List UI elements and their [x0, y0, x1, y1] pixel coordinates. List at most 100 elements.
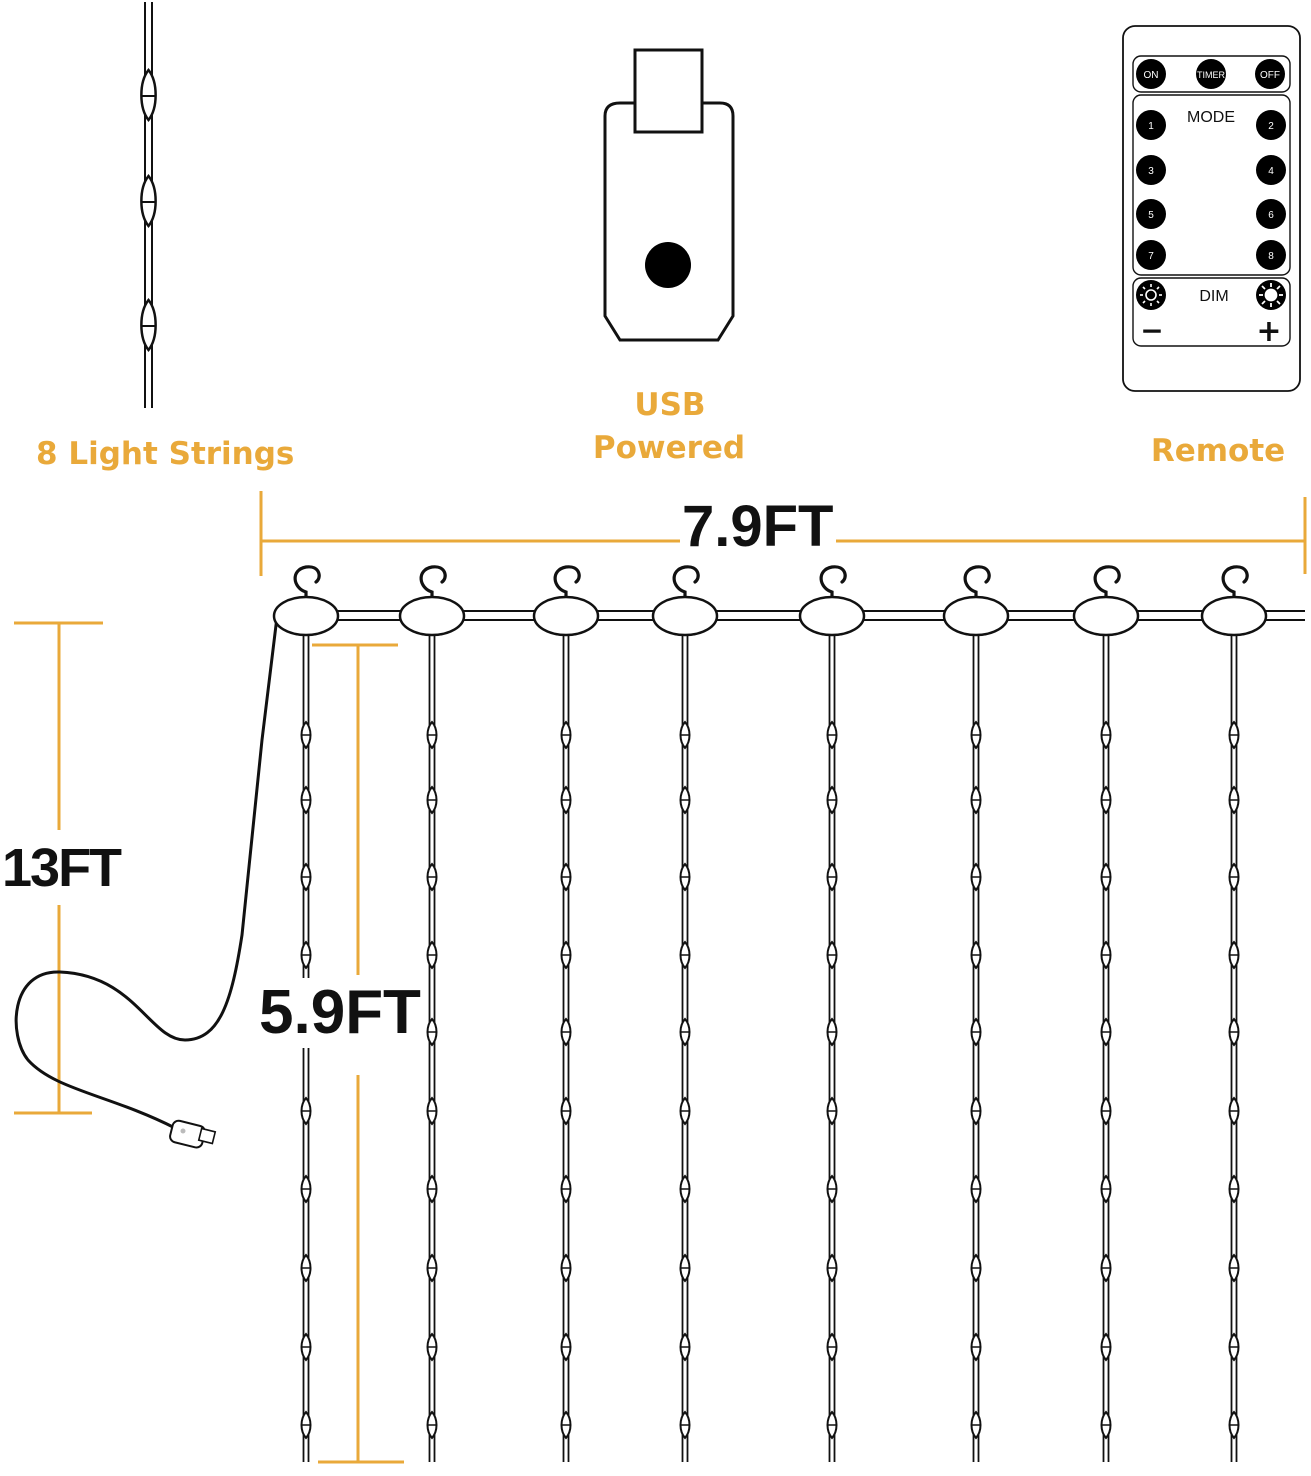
bulb-icon — [560, 1017, 572, 1047]
light-string-sample — [140, 2, 157, 408]
bulb-icon — [1100, 1332, 1112, 1362]
bulb-icon — [679, 1410, 691, 1440]
svg-text:OFF: OFF — [1260, 70, 1280, 81]
bulb-icon — [970, 720, 982, 750]
bulb-icon — [560, 1253, 572, 1283]
string-length-label: 5.9FT — [257, 978, 423, 1048]
bulb-icon — [300, 940, 312, 970]
remote-mode-6-button[interactable]: 6 — [1256, 199, 1286, 229]
bulb-icon — [560, 785, 572, 815]
bulb-icon — [560, 1332, 572, 1362]
bulb-icon — [426, 1332, 438, 1362]
usb-cable — [14, 616, 279, 1130]
bulb-icon — [826, 1174, 838, 1204]
remote-dim-plus: + — [1256, 314, 1281, 349]
clip-icon — [1072, 595, 1140, 637]
usb-controller-illustration — [603, 48, 735, 342]
bulb-icon — [1228, 720, 1240, 750]
bulb-icon — [679, 1253, 691, 1283]
bulb-icon — [970, 1253, 982, 1283]
bulb-icon — [1228, 1332, 1240, 1362]
bulb-icon — [560, 1096, 572, 1126]
remote-mode-2-button[interactable]: 2 — [1256, 110, 1286, 140]
bulb-icon — [560, 862, 572, 892]
cable-length-label: 13FT — [0, 836, 122, 900]
remote-on-button[interactable]: ON — [1136, 59, 1166, 89]
bulb-icon — [970, 1174, 982, 1204]
bulb-icon — [426, 1096, 438, 1126]
bulb-icon — [679, 720, 691, 750]
remote-dim-up-button[interactable] — [1256, 280, 1286, 310]
bulb-icon — [560, 1174, 572, 1204]
svg-text:TIMER: TIMER — [1197, 70, 1225, 80]
light-string — [1200, 565, 1268, 1462]
svg-text:8: 8 — [1268, 251, 1274, 262]
remote-mode-7-button[interactable]: 7 — [1136, 240, 1166, 270]
bulb-icon — [140, 173, 157, 229]
bulb-icon — [560, 940, 572, 970]
bulb-icon — [679, 1017, 691, 1047]
bulb-icon — [970, 1410, 982, 1440]
bulb-icon — [1228, 1410, 1240, 1440]
bulb-icon — [560, 720, 572, 750]
bulb-icon — [1100, 1253, 1112, 1283]
svg-text:4: 4 — [1268, 166, 1274, 177]
caption-powered: Powered — [592, 430, 746, 466]
bulb-icon — [1100, 1096, 1112, 1126]
hook-icon — [672, 565, 700, 603]
remote-off-button[interactable]: OFF — [1255, 59, 1285, 89]
remote-timer-button[interactable]: TIMER — [1196, 59, 1226, 89]
bulb-icon — [560, 1410, 572, 1440]
clip-icon — [272, 595, 340, 637]
bulb-icon — [679, 862, 691, 892]
clip-icon — [798, 595, 866, 637]
bulb-icon — [826, 1332, 838, 1362]
remote-mode-3-button[interactable]: 3 — [1136, 155, 1166, 185]
bulb-icon — [679, 940, 691, 970]
bulb-icon — [679, 1096, 691, 1126]
svg-text:3: 3 — [1148, 166, 1154, 177]
cable-length-dimension-line — [14, 621, 103, 1115]
remote-mode-8-button[interactable]: 8 — [1256, 240, 1286, 270]
hook-icon — [293, 565, 321, 603]
remote-dim-down-button[interactable] — [1136, 280, 1166, 310]
bulb-icon — [300, 1410, 312, 1440]
svg-text:ON: ON — [1144, 70, 1159, 81]
bulb-icon — [426, 720, 438, 750]
remote-control: ON TIMER OFF MODE 1 2 3 — [1122, 25, 1301, 392]
bulb-icon — [826, 862, 838, 892]
clip-icon — [532, 595, 600, 637]
bulb-icon — [1100, 1174, 1112, 1204]
remote-mode-label: MODE — [1187, 109, 1235, 126]
hook-icon — [1221, 565, 1249, 603]
bulb-icon — [140, 67, 157, 123]
bulb-icon — [826, 1410, 838, 1440]
light-string — [398, 565, 466, 1462]
remote-mode-5-button[interactable]: 5 — [1136, 199, 1166, 229]
bulb-icon — [426, 1253, 438, 1283]
remote-dim-label: DIM — [1199, 288, 1228, 305]
caption-usb: USB — [634, 387, 706, 423]
light-string — [942, 565, 1010, 1462]
bulb-icon — [1100, 1410, 1112, 1440]
remote-mode-4-button[interactable]: 4 — [1256, 155, 1286, 185]
remote-mode-1-button[interactable]: 1 — [1136, 110, 1166, 140]
light-string — [798, 565, 866, 1462]
bulb-icon — [426, 1410, 438, 1440]
bulb-icon — [426, 862, 438, 892]
bulb-icon — [1228, 1253, 1240, 1283]
bulb-icon — [300, 1096, 312, 1126]
sun-filled-icon — [1259, 283, 1283, 307]
bulb-icon — [826, 1017, 838, 1047]
light-string — [651, 565, 719, 1462]
width-label: 7.9FT — [680, 494, 836, 560]
bulb-icon — [970, 940, 982, 970]
bulb-icon — [679, 1174, 691, 1204]
svg-text:5: 5 — [1148, 210, 1154, 221]
bulb-icon — [1228, 1096, 1240, 1126]
bulb-icon — [679, 1332, 691, 1362]
bulb-icon — [1100, 720, 1112, 750]
bulb-icon — [1100, 1017, 1112, 1047]
clip-icon — [942, 595, 1010, 637]
